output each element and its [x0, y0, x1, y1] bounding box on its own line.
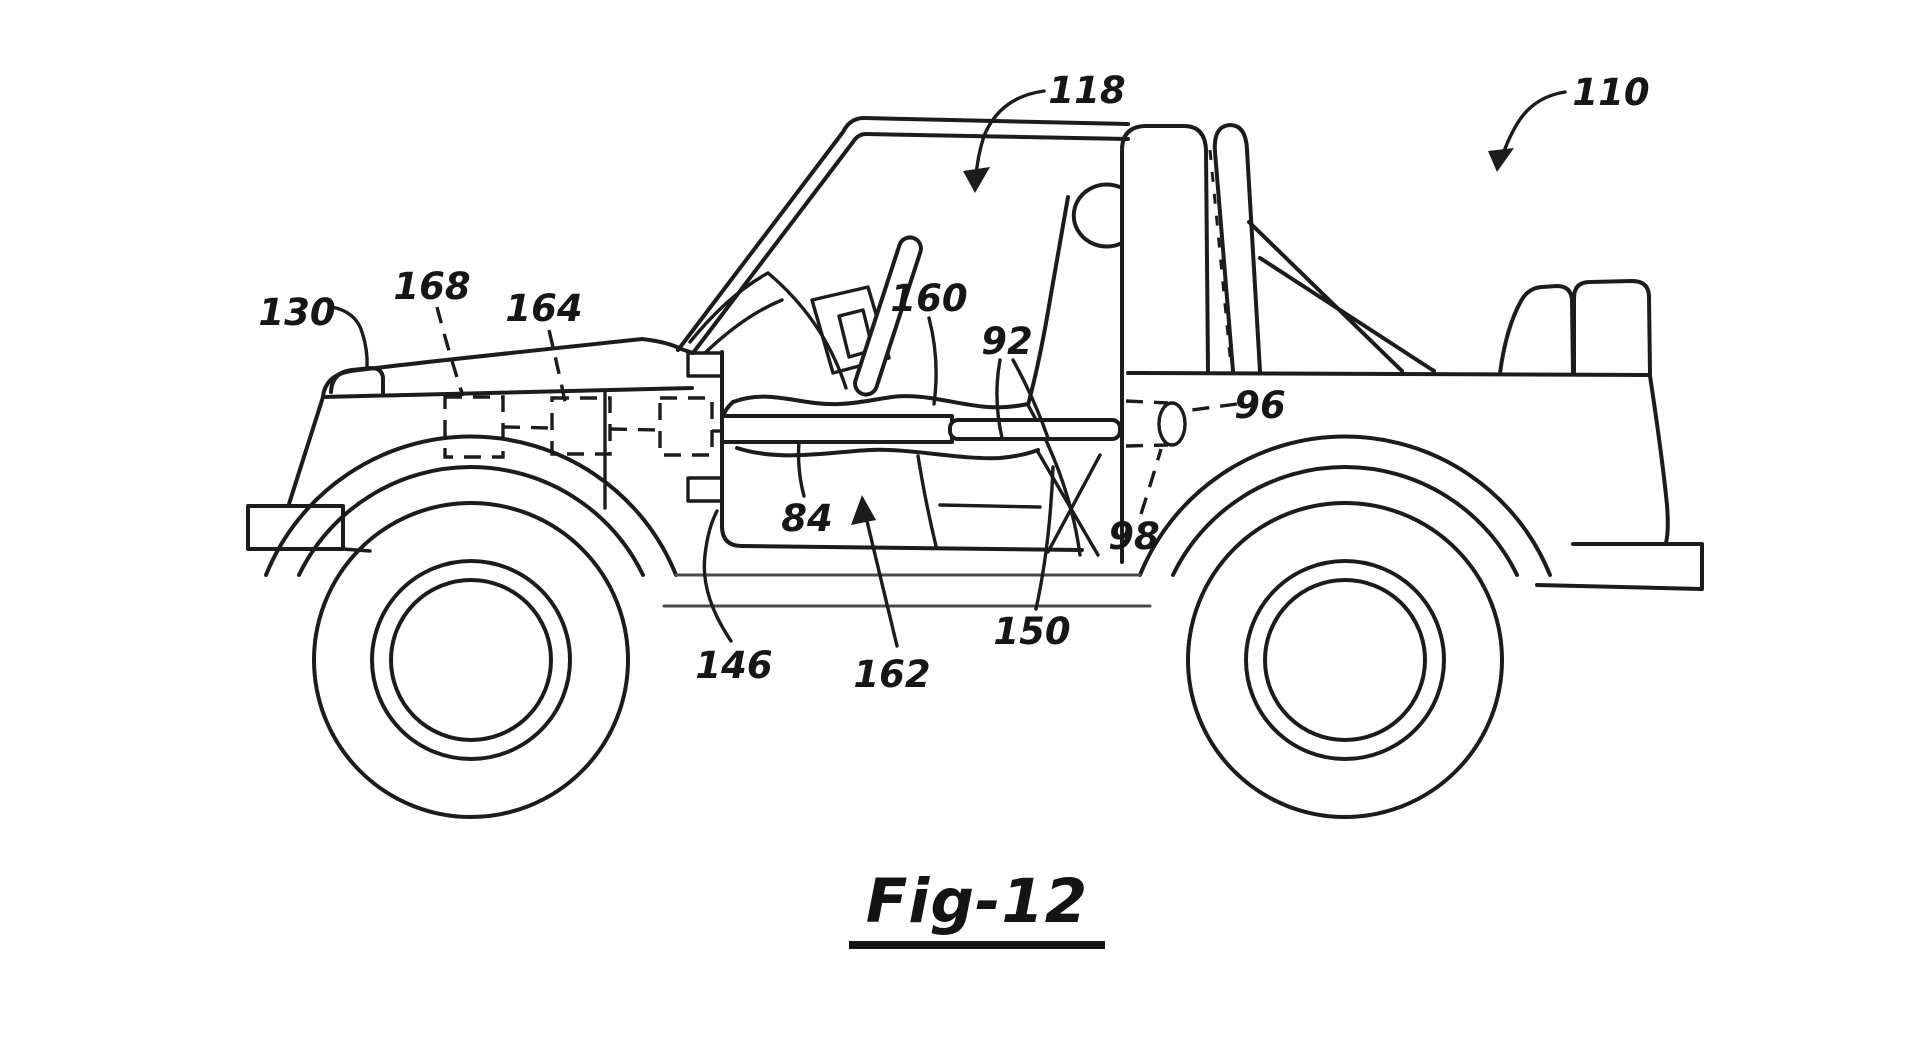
front-fascia [287, 395, 325, 506]
door-inner-panel-line [916, 454, 938, 548]
rail-hidden-bottom [1125, 443, 1169, 448]
ref-label-130: 130 [258, 291, 335, 334]
dash-fan-inner [704, 298, 784, 354]
rear-body-edge [1648, 374, 1670, 545]
roll-bar-brace-upper [1247, 220, 1404, 373]
leader-164 [547, 329, 568, 407]
headlight-bump [329, 366, 385, 395]
leader-130 [330, 305, 369, 370]
leader-168 [435, 306, 465, 397]
rail-end-cap [1157, 401, 1187, 447]
front-tire [312, 501, 630, 819]
leader-92-left [995, 358, 1004, 440]
leader-146 [702, 509, 733, 643]
door-hinge-upper [686, 351, 724, 378]
ref-label-92: 92 [981, 320, 1033, 363]
door-bottom-line [740, 544, 1084, 552]
reference-numerals: 110 118 130 168 164 160 92 96 98 84 146 162 150 [258, 69, 1649, 696]
front-fender [264, 434, 678, 577]
rear-bumper [1535, 542, 1704, 591]
a-pillar-outer [676, 116, 866, 352]
rear-fender [1138, 434, 1552, 577]
ref-label-110: 110 [1572, 71, 1649, 114]
roll-bar-hoop [1212, 123, 1262, 373]
dash-fan-upper-edge [688, 271, 770, 344]
rail-hidden-connector-2 [609, 427, 661, 432]
seat-cushion-bottom [735, 446, 1040, 461]
arrowhead-162 [851, 495, 876, 525]
seat-cushion-top [731, 394, 1030, 410]
ref-label-150: 150 [993, 610, 1070, 653]
figure-caption: Fig-12 [849, 866, 1105, 949]
shoulder-line [321, 386, 694, 399]
rear-body [1126, 279, 1704, 591]
leader-lines [330, 89, 1567, 648]
roof-inner [864, 132, 1130, 141]
leader-118 [974, 89, 1046, 180]
ref-label-162: 162 [853, 653, 930, 696]
arrowhead-118 [963, 167, 990, 193]
cab-rear-panel [1120, 124, 1210, 564]
rocker-frame [662, 573, 1152, 608]
seat-frame-leg-b [1046, 453, 1102, 554]
door-front-jamb [720, 350, 744, 548]
leader-92-right [1011, 358, 1050, 440]
rear-rim [1244, 559, 1446, 761]
hood-top-line [349, 337, 644, 373]
roll-bar-assembly [1120, 123, 1436, 564]
front-end [246, 337, 694, 553]
steering-wheel [853, 235, 923, 397]
rear-stowage-box [1572, 279, 1652, 375]
front-wheel [312, 501, 630, 819]
rail-hidden-connector-1 [502, 425, 553, 430]
roll-bar-hatch [1208, 149, 1233, 367]
hidden-bracket-front [658, 396, 714, 457]
rear-fender-outer-arc [1138, 434, 1552, 577]
roof-outer [862, 116, 1130, 126]
front-hub [389, 578, 553, 742]
rail-hidden-top [1125, 399, 1169, 405]
ref-label-98: 98 [1108, 515, 1160, 558]
roll-bar-brace-lower [1258, 256, 1436, 373]
ref-label-164: 164 [505, 287, 582, 330]
ref-label-160: 160 [890, 277, 967, 320]
headrest [1071, 182, 1124, 249]
leader-150 [1034, 465, 1055, 611]
hidden-bracket-168 [443, 395, 505, 459]
rail-bar-rear [948, 418, 1122, 441]
bed-rail-line [1126, 371, 1652, 377]
leader-160 [927, 316, 938, 406]
rear-headrest-bump [1498, 284, 1575, 375]
cowl-and-windshield [603, 116, 1130, 510]
ref-label-168: 168 [393, 265, 470, 308]
front-fender-inner-arc [297, 465, 645, 577]
door-opening [686, 350, 1084, 552]
leader-84 [796, 440, 806, 498]
ref-label-96: 96 [1234, 384, 1286, 427]
side-rail-84-assembly [443, 395, 1187, 459]
hidden-bracket-164 [550, 396, 612, 456]
rear-hub [1263, 578, 1427, 742]
front-fender-outer-arc [264, 434, 678, 577]
leader-162 [864, 515, 899, 648]
floor-line [938, 503, 1042, 509]
instrument-cluster-outer [810, 285, 891, 375]
front-rim [370, 559, 572, 761]
rear-fender-inner-arc [1171, 465, 1519, 577]
dash-fan-right-edge [766, 271, 848, 390]
ref-label-84: 84 [781, 497, 833, 540]
dashboard-and-steering [688, 235, 923, 397]
arrowhead-110 [1488, 148, 1514, 172]
rear-wheel [1186, 501, 1504, 819]
ref-label-118: 118 [1048, 69, 1125, 112]
door-hinge-lower [686, 476, 724, 503]
leader-98 [1139, 448, 1163, 515]
leader-110 [1500, 90, 1567, 159]
ref-label-146: 146 [695, 644, 772, 687]
seatback-front-edge [1026, 195, 1070, 407]
rear-tire [1186, 501, 1504, 819]
leader-96 [1191, 402, 1238, 412]
rail-bar-front [720, 414, 954, 444]
